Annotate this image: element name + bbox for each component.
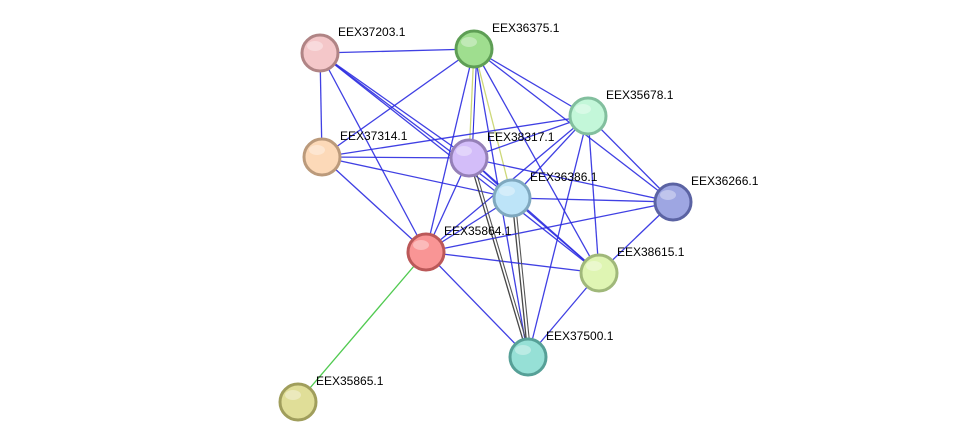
node-circle[interactable] (653, 182, 693, 222)
node-label: EEX36375.1 (492, 21, 560, 35)
node-EEX36375.1[interactable]: EEX36375.1 (454, 21, 560, 69)
edge-EEX36386.1-EEX36266.1 (511, 197, 674, 203)
node-shine (660, 190, 676, 200)
edge-EEX36375.1-EEX35864.1 (425, 48, 475, 253)
node-label: EEX37203.1 (338, 25, 406, 39)
edge-EEX38317.1-EEX36266.1 (468, 157, 674, 203)
node-circle[interactable] (579, 253, 619, 293)
nodes-layer: EEX37203.1 EEX36375.1EEX35678.1EEX37314.1… (278, 21, 759, 422)
node-shine (461, 37, 477, 47)
node-EEX36386.1[interactable]: EEX36386.1 (492, 170, 598, 218)
node-EEX37314.1[interactable]: EEX37314.1 (302, 129, 408, 177)
edge-EEX35864.1-EEX38615.1 (425, 251, 600, 274)
edge-EEX37314.1-EEX35864.1 (321, 156, 427, 253)
node-EEX37500.1[interactable]: EEX37500.1 (508, 329, 614, 377)
node-EEX38317.1[interactable]: EEX38317.1 (449, 130, 555, 178)
node-label: EEX38615.1 (617, 245, 685, 259)
edge-EEX36375.1-EEX37314.1 (321, 48, 475, 158)
edge-EEX37203.1-EEX35864.1 (319, 52, 427, 253)
node-shine (413, 240, 429, 250)
node-shine (575, 104, 591, 114)
node-label: EEX35864.1 (444, 224, 512, 238)
edge-EEX35678.1-EEX38317.1 (468, 115, 589, 159)
node-label: EEX36266.1 (691, 174, 759, 188)
node-shine (456, 146, 472, 156)
node-circle[interactable] (406, 232, 446, 272)
edge-EEX37314.1-EEX36386.1 (321, 156, 513, 199)
node-shine (307, 41, 323, 51)
node-circle[interactable] (454, 29, 494, 69)
node-EEX35678.1[interactable]: EEX35678.1 (568, 88, 674, 136)
node-label: EEX35678.1 (606, 88, 674, 102)
node-label: EEX37314.1 (340, 129, 408, 143)
node-EEX38615.1[interactable]: EEX38615.1 (579, 245, 685, 293)
edge-EEX36386.1-EEX37500.1 (511, 197, 529, 358)
node-shine (515, 345, 531, 355)
node-label: EEX38317.1 (487, 130, 555, 144)
node-shine (499, 186, 515, 196)
node-EEX37203.1[interactable]: EEX37203.1 (300, 25, 406, 73)
node-EEX36266.1[interactable]: EEX36266.1 (653, 174, 759, 222)
edge-EEX37203.1-EEX36375.1 (319, 48, 475, 54)
edge-EEX36375.1-EEX38615.1 (473, 48, 600, 274)
node-label: EEX37500.1 (546, 329, 614, 343)
edge-EEX35864.1-EEX36266.1 (425, 201, 674, 253)
node-shine (285, 390, 301, 400)
node-circle[interactable] (302, 137, 342, 177)
node-EEX35864.1[interactable]: EEX35864.1 (406, 224, 512, 272)
node-EEX35865.1[interactable]: EEX35865.1 (278, 374, 384, 422)
node-circle[interactable] (449, 138, 489, 178)
node-circle[interactable] (278, 382, 318, 422)
node-circle[interactable] (300, 33, 340, 73)
node-circle[interactable] (492, 178, 532, 218)
edge-EEX35678.1-EEX38615.1 (587, 115, 600, 274)
edge-EEX35864.1-EEX35865.1 (297, 251, 427, 403)
node-label: EEX35865.1 (316, 374, 384, 388)
edge-EEX35678.1-EEX37314.1 (321, 115, 589, 158)
node-circle[interactable] (568, 96, 608, 136)
edge-EEX37203.1-EEX36386.1 (319, 52, 513, 199)
edge-strand-EEX36386.1-EEX37500.1 (514, 197, 532, 358)
node-label: EEX36386.1 (530, 170, 598, 184)
edge-EEX38317.1-EEX37500.1 (468, 157, 529, 358)
node-circle[interactable] (508, 337, 548, 377)
edge-EEX37314.1-EEX38317.1 (321, 156, 470, 159)
edge-EEX35864.1-EEX37500.1 (425, 251, 529, 358)
edge-EEX36375.1-EEX36386.1 (473, 48, 513, 199)
edge-EEX35678.1-EEX36266.1 (587, 115, 674, 203)
edge-EEX36375.1-EEX35678.1 (473, 48, 589, 117)
node-shine (309, 145, 325, 155)
node-shine (586, 261, 602, 271)
edge-strand-EEX38317.1-EEX37500.1 (471, 157, 532, 358)
